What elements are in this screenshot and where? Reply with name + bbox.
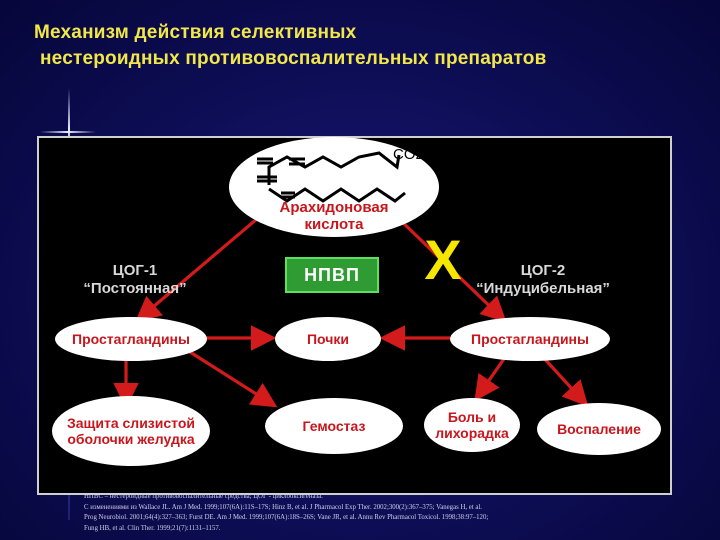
prostaglandins-right-node: Простагландины bbox=[450, 317, 610, 361]
decorative-star-horizontal bbox=[40, 131, 96, 133]
arrow-prost-right-to-inflammation bbox=[540, 354, 589, 407]
arachidonic-acid-node: CO2 Арахидоновая кислота bbox=[229, 137, 439, 237]
pain-line-1: Боль и bbox=[447, 409, 497, 425]
title-line-2: нестероидных противовоспалительных препа… bbox=[40, 48, 547, 69]
arrow-prost-right-to-pain bbox=[474, 355, 508, 402]
cox1-label: ЦОГ-1 “Постоянная” bbox=[60, 262, 210, 298]
title-line-1: Механизм действия селективных bbox=[34, 22, 357, 43]
decorative-star-vertical bbox=[68, 88, 70, 170]
footnote: НПВС – нестероидные противовоспалительны… bbox=[84, 492, 684, 534]
nsaid-box: НПВП bbox=[285, 257, 379, 293]
cox2-label: ЦОГ-2 “Индуцибельная” bbox=[448, 262, 638, 298]
cox2-line-2: “Индуцибельная” bbox=[476, 280, 610, 297]
arachidonic-line-1: Арахидоновая bbox=[279, 199, 389, 216]
gastric-line-1: Защита слизистой bbox=[67, 415, 195, 431]
footnote-line-2: С изменениями из Wallace JL. Am J Med. 1… bbox=[84, 503, 482, 511]
inflammation-node: Воспаление bbox=[537, 403, 661, 455]
gastric-line-2: оболочки желудка bbox=[67, 431, 195, 447]
footnote-line-1: НПВС – нестероидные противовоспалительны… bbox=[84, 493, 323, 500]
block-x-mark: X bbox=[424, 228, 462, 291]
arachidonic-line-2: кислота bbox=[304, 216, 364, 233]
arachidonic-structure-icon bbox=[257, 151, 406, 203]
kidneys-node: Почки bbox=[275, 317, 381, 361]
arrow-aa-to-prostaglandins-right bbox=[396, 216, 507, 323]
pain-line-2: лихорадка bbox=[435, 425, 509, 441]
cox1-line-1: ЦОГ-1 bbox=[112, 262, 158, 279]
pain-fever-node: Боль и лихорадка bbox=[424, 398, 520, 452]
footnote-line-3: Prog Neurobiol. 2001;64(4):327–363; Furs… bbox=[84, 514, 489, 521]
arrow-aa-to-prostaglandins-left bbox=[135, 216, 260, 323]
hemostasis-node: Гемостаз bbox=[265, 398, 403, 454]
gastric-protection-node: Защита слизистой оболочки желудка bbox=[52, 396, 210, 466]
slide-title: Механизм действия селективных нестероидн… bbox=[34, 20, 714, 72]
cox1-line-2: “Постоянная” bbox=[83, 280, 187, 297]
co2-label: CO2 bbox=[393, 146, 424, 163]
footnote-line-4: Fung HB, et al. Clin Ther. 1999;21(7):11… bbox=[84, 524, 221, 532]
arrow-prost-left-to-hemostasis bbox=[189, 350, 278, 408]
cox2-line-1: ЦОГ-2 bbox=[520, 262, 566, 279]
prostaglandins-left-node: Простагландины bbox=[55, 317, 207, 361]
